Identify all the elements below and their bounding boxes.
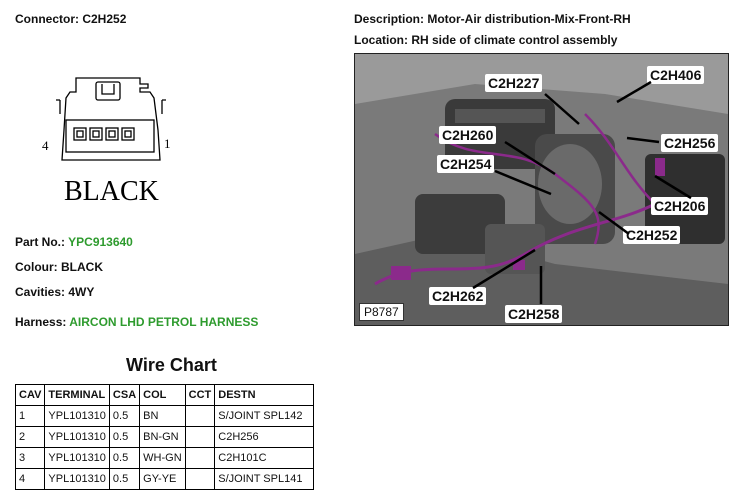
callout-c2h254: C2H254	[437, 155, 495, 173]
header-terminal: TERMINAL	[44, 384, 110, 406]
cavities-value: 4WY	[68, 285, 95, 299]
cell-cav: 1	[14, 405, 46, 427]
location-value: RH side of climate control assembly	[411, 33, 618, 47]
cell-destn: C2H101C	[214, 447, 315, 469]
harness-line: Harness: AIRCON LHD PETROL HARNESS	[15, 315, 258, 329]
cell-destn: S/JOINT SPL142	[214, 405, 315, 427]
location-line: Location: RH side of climate control ass…	[354, 33, 617, 47]
callout-c2h206: C2H206	[651, 197, 709, 215]
cell-cct	[184, 447, 216, 469]
header-cav: CAV	[14, 384, 46, 406]
cell-csa: 0.5	[108, 405, 141, 427]
cell-cav: 3	[14, 447, 46, 469]
callout-c2h252: C2H252	[623, 226, 681, 244]
connector-line: Connector: C2H252	[15, 12, 126, 26]
wire-chart-header-row: CAV TERMINAL CSA COL CCT DESTN	[14, 384, 315, 406]
table-row: 4 YPL101310 0.5 GY-YE S/JOINT SPL141	[14, 468, 315, 490]
cell-cct	[184, 426, 216, 448]
cell-terminal: YPL101310	[44, 405, 110, 427]
cell-terminal: YPL101310	[44, 468, 110, 490]
cell-cav: 4	[14, 468, 46, 490]
cell-destn: S/JOINT SPL141	[214, 468, 315, 490]
photo-illustration	[355, 54, 728, 325]
photo-reference: P8787	[359, 303, 404, 321]
cell-cct	[184, 468, 216, 490]
cell-col: BN-GN	[139, 426, 186, 448]
colour-value: BLACK	[61, 260, 103, 274]
cell-col: GY-YE	[139, 468, 186, 490]
part-no-label: Part No.:	[15, 235, 66, 249]
part-no-line: Part No.: YPC913640	[15, 235, 133, 249]
cell-col: BN	[139, 405, 186, 427]
cavities-line: Cavities: 4WY	[15, 285, 94, 299]
description-line: Description: Motor-Air distribution-Mix-…	[354, 12, 631, 26]
header-destn: DESTN	[214, 384, 315, 406]
table-row: 2 YPL101310 0.5 BN-GN C2H256	[14, 426, 315, 448]
cavities-label: Cavities:	[15, 285, 66, 299]
cell-csa: 0.5	[108, 468, 141, 490]
callout-c2h258: C2H258	[505, 305, 563, 323]
wire-chart-title: Wire Chart	[126, 355, 217, 375]
callout-c2h256: C2H256	[661, 134, 719, 152]
connector-label: Connector:	[15, 12, 79, 26]
description-value: Motor-Air distribution-Mix-Front-RH	[427, 12, 631, 26]
header-csa: CSA	[108, 384, 141, 406]
callout-c2h227: C2H227	[485, 74, 543, 92]
description-label: Description:	[354, 12, 425, 26]
cell-destn: C2H256	[214, 426, 315, 448]
harness-value: AIRCON LHD PETROL HARNESS	[69, 315, 259, 329]
cell-cct	[184, 405, 216, 427]
cell-terminal: YPL101310	[44, 447, 110, 469]
diagram-colour-text: BLACK	[64, 176, 159, 207]
colour-label: Colour:	[15, 260, 58, 274]
location-label: Location:	[354, 33, 408, 47]
cell-csa: 0.5	[108, 447, 141, 469]
harness-label: Harness:	[15, 315, 67, 329]
cell-csa: 0.5	[108, 426, 141, 448]
connector-value: C2H252	[82, 12, 127, 26]
callout-c2h262: C2H262	[429, 287, 487, 305]
callout-c2h406: C2H406	[647, 66, 705, 84]
callout-c2h260: C2H260	[439, 126, 497, 144]
header-cct: CCT	[184, 384, 216, 406]
cell-cav: 2	[14, 426, 46, 448]
cell-col: WH-GN	[139, 447, 186, 469]
header-col: COL	[139, 384, 186, 406]
location-photo: C2H227 C2H406 C2H260 C2H256 C2H254 C2H20…	[354, 53, 729, 326]
table-row: 1 YPL101310 0.5 BN S/JOINT SPL142	[14, 405, 315, 427]
part-no-value: YPC913640	[68, 235, 133, 249]
colour-line: Colour: BLACK	[15, 260, 103, 274]
connector-face-diagram: 4 1 BLACK	[42, 77, 171, 207]
table-row: 3 YPL101310 0.5 WH-GN C2H101C	[14, 447, 315, 469]
cell-terminal: YPL101310	[44, 426, 110, 448]
wire-chart-table: CAV TERMINAL CSA COL CCT DESTN 1 YPL1013…	[14, 384, 315, 490]
pin-1-label: 1	[164, 136, 171, 151]
pin-4-label: 4	[42, 138, 49, 153]
